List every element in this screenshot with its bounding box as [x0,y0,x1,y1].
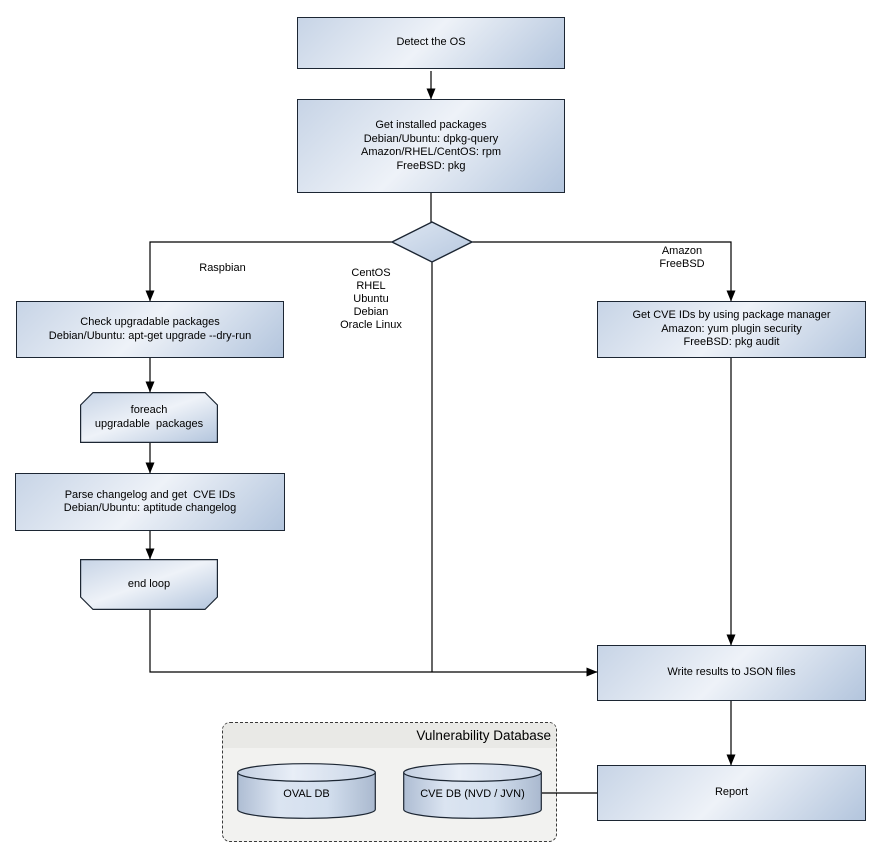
text-line: Report [714,786,749,799]
text-line: CentOS [351,267,391,279]
database-cylinder-icon [237,763,376,819]
text-line: Ubuntu [353,293,389,305]
end-loop-label: end loop [80,559,218,610]
text-line: foreach [130,404,168,416]
node-get-cve-ids: Get CVE IDs by using package manager Ama… [597,301,866,358]
text-line: Amazon: yum plugin security [661,322,802,335]
node-foreach-loop: foreach upgradable packages [80,392,218,443]
node-get-installed-packages: Get installed packages Debian/Ubuntu: dp… [297,99,565,193]
node-write-results-json: Write results to JSON files [597,645,866,701]
loop-limit-shape [80,392,218,443]
text-line: Debian/Ubuntu: aptitude changelog [63,502,237,514]
text-line: upgradable packages [94,417,204,430]
text-line: FreeBSD: pkg audit [683,336,780,349]
text-line: Debian [353,306,389,318]
text-line: Get installed packages [375,119,487,131]
edge-endloop-to-write-results [149,610,598,677]
node-end-loop: end loop [80,559,218,610]
text-line: FreeBSD [659,258,705,270]
text-line: Check upgradable packages [80,316,220,328]
text-line: RHEL [356,280,386,292]
edge-label-middle-group: CentOS RHEL Ubuntu Debian Oracle Linux [321,267,421,332]
text-line: Oracle Linux [340,319,402,331]
text-line: Detect the OS [396,36,466,49]
vulnerability-database-title: Vulnerability Database [223,723,556,748]
loop-end-shape [80,559,218,610]
text-line: Amazon/RHEL/CentOS: rpm [361,146,501,158]
text-line: end loop [127,577,171,590]
node-report: Report [597,765,866,821]
decision-diamond [390,221,474,263]
cylinder-label: CVE DB (NVD / JVN) [420,788,525,801]
foreach-label: foreach upgradable packages [80,392,218,443]
text-line: FreeBSD: pkg [396,159,466,172]
text-line: Debian/Ubuntu: apt-get upgrade --dry-run [48,329,252,342]
text-line: Write results to JSON files [667,666,796,679]
text-line: Debian/Ubuntu: dpkg-query [363,132,499,145]
node-check-upgradable-packages: Check upgradable packages Debian/Ubuntu:… [16,301,284,358]
edge-label-raspbian: Raspbian [199,262,246,274]
node-parse-changelog: Parse changelog and get CVE IDs Debian/U… [15,473,285,531]
cylinder-label: OVAL DB [283,788,330,801]
text-line: Parse changelog and get CVE IDs [64,488,236,501]
edge-label-amazon-freebsd: Amazon FreeBSD [637,245,727,271]
text-line: Get CVE IDs by using package manager [632,309,831,322]
text-line: Amazon [661,245,703,257]
cylinder-oval-db: OVAL DB [237,763,376,819]
node-detect-os: Detect the OS [297,17,565,69]
database-cylinder-icon [403,763,542,819]
cylinder-cve-db: CVE DB (NVD / JVN) [403,763,542,819]
